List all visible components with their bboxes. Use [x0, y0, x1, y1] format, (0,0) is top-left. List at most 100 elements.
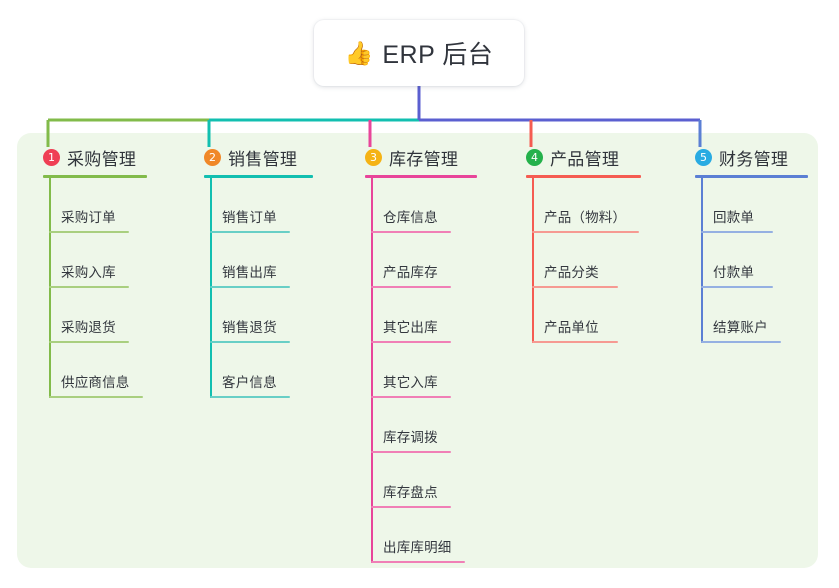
branch-item-label: 仓库信息	[383, 210, 438, 225]
branch-item-rule	[49, 396, 143, 398]
branch-items-4: 产品（物料） 产品分类产品单位	[526, 178, 641, 343]
branch-item-label: 库存调拨	[383, 430, 438, 445]
branch-items-5: 回款单付款单结算账户	[695, 178, 808, 343]
branch-item[interactable]: 客户信息	[204, 343, 313, 398]
branch-column-1: 1 采购管理采购订单采购入库采购退货供应商信息	[43, 145, 147, 398]
branch-badge-2: 2	[204, 148, 221, 166]
root-node-title: ERP 后台	[382, 41, 494, 69]
branch-item-rule	[49, 231, 129, 233]
branch-item[interactable]: 仓库信息	[365, 178, 477, 233]
branch-item-rule	[210, 231, 290, 233]
branch-item[interactable]: 销售订单	[204, 178, 313, 233]
thumbs-up-icon: 👍	[344, 39, 374, 66]
branch-item[interactable]: 销售退货	[204, 288, 313, 343]
branch-item-rule	[371, 451, 451, 453]
branch-header-4[interactable]: 4 产品管理	[526, 145, 641, 169]
branch-item[interactable]: 其它出库	[365, 288, 477, 343]
branch-header-3[interactable]: 3 库存管理	[365, 145, 477, 169]
branch-items-2: 销售订单销售出库销售退货客户信息	[204, 178, 313, 398]
branch-spine-3	[371, 178, 373, 563]
branch-header-rule-1	[43, 175, 147, 178]
branch-item-rule	[532, 231, 639, 233]
branch-item[interactable]: 销售出库	[204, 233, 313, 288]
branch-spine-1	[49, 178, 51, 398]
branch-item-rule	[49, 286, 129, 288]
branch-item-label: 其它出库	[383, 320, 438, 335]
root-node[interactable]: 👍 ERP 后台	[314, 20, 524, 86]
branch-item-label: 产品（物料）	[544, 210, 627, 225]
branch-item-label: 销售订单	[222, 210, 277, 225]
branch-item-rule	[371, 341, 451, 343]
branch-title-4: 产品管理	[550, 149, 620, 169]
branch-item-label: 结算账户	[713, 320, 768, 335]
branch-column-2: 2 销售管理销售订单销售出库销售退货客户信息	[204, 145, 313, 398]
branch-header-2[interactable]: 2 销售管理	[204, 145, 313, 169]
branch-item-rule	[371, 396, 451, 398]
branch-item-rule	[210, 396, 290, 398]
branch-item-label: 销售出库	[222, 265, 277, 280]
branch-item[interactable]: 其它入库	[365, 343, 477, 398]
branch-item[interactable]: 产品库存	[365, 233, 477, 288]
branch-items-1: 采购订单采购入库采购退货供应商信息	[43, 178, 147, 398]
branch-item-rule	[49, 341, 129, 343]
root-node-content: 👍 ERP 后台	[345, 35, 494, 71]
branch-title-3: 库存管理	[389, 149, 459, 169]
branch-header-5[interactable]: 5 财务管理	[695, 145, 808, 169]
branch-column-4: 4 产品管理产品（物料） 产品分类产品单位	[526, 145, 641, 343]
branch-item-rule	[371, 561, 465, 563]
branch-spine-2	[210, 178, 212, 398]
branch-badge-5: 5	[695, 148, 712, 166]
branch-item[interactable]: 采购订单	[43, 178, 147, 233]
branch-header-rule-3	[365, 175, 477, 178]
branch-item[interactable]: 回款单	[695, 178, 808, 233]
branch-item-rule	[371, 506, 451, 508]
branch-item-rule	[701, 341, 781, 343]
branch-item[interactable]: 库存盘点	[365, 453, 477, 508]
branch-spine-5	[701, 178, 703, 343]
branch-badge-4: 4	[526, 148, 543, 166]
branch-item[interactable]: 产品单位	[526, 288, 641, 343]
branch-item-rule	[371, 286, 451, 288]
branch-header-rule-5	[695, 175, 808, 178]
branch-item[interactable]: 产品分类	[526, 233, 641, 288]
branch-item-rule	[371, 231, 451, 233]
branch-item[interactable]: 产品（物料）	[526, 178, 641, 233]
branch-item[interactable]: 供应商信息	[43, 343, 147, 398]
branch-badge-1: 1	[43, 148, 60, 166]
branch-title-1: 采购管理	[67, 149, 137, 169]
branch-header-rule-4	[526, 175, 641, 178]
branch-items-3: 仓库信息产品库存其它出库其它入库库存调拨库存盘点出库库明细	[365, 178, 477, 563]
branch-title-2: 销售管理	[228, 149, 298, 169]
branch-item-label: 采购入库	[61, 265, 116, 280]
branch-item-label: 产品库存	[383, 265, 438, 280]
branch-header-1[interactable]: 1 采购管理	[43, 145, 147, 169]
branch-column-3: 3 库存管理仓库信息产品库存其它出库其它入库库存调拨库存盘点出库库明细	[365, 145, 477, 563]
branch-item-rule	[532, 286, 618, 288]
branch-item-label: 销售退货	[222, 320, 277, 335]
branch-spine-4	[532, 178, 534, 343]
branch-item-rule	[701, 231, 773, 233]
branch-item-label: 回款单	[713, 210, 755, 225]
branch-item[interactable]: 结算账户	[695, 288, 808, 343]
branch-item[interactable]: 采购退货	[43, 288, 147, 343]
branch-item-label: 付款单	[713, 265, 755, 280]
branch-item-label: 产品分类	[544, 265, 599, 280]
branch-item-label: 其它入库	[383, 375, 438, 390]
branch-item-label: 库存盘点	[383, 485, 438, 500]
branch-header-rule-2	[204, 175, 313, 178]
branch-title-5: 财务管理	[719, 149, 789, 169]
branch-item-label: 供应商信息	[61, 375, 130, 390]
branch-item-rule	[701, 286, 773, 288]
branches-panel	[17, 133, 818, 568]
branch-item-rule	[210, 286, 290, 288]
branch-item[interactable]: 采购入库	[43, 233, 147, 288]
branch-item[interactable]: 库存调拨	[365, 398, 477, 453]
branch-item-label: 采购退货	[61, 320, 116, 335]
branch-item-label: 采购订单	[61, 210, 116, 225]
branch-item[interactable]: 出库库明细	[365, 508, 477, 563]
branch-item-rule	[210, 341, 290, 343]
branch-item-rule	[532, 341, 618, 343]
branch-item[interactable]: 付款单	[695, 233, 808, 288]
branch-badge-3: 3	[365, 148, 382, 166]
